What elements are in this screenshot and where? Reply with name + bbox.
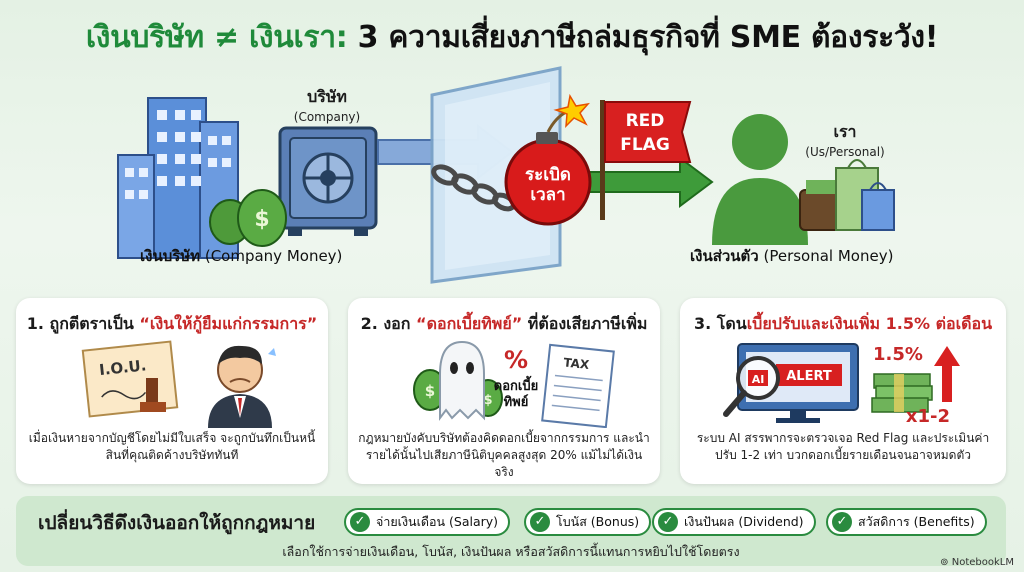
- option-salary-label: จ่ายเงินเดือน (Salary): [376, 514, 499, 529]
- check-icon: ✓: [832, 512, 852, 532]
- option-bonus-label: โบนัส (Bonus): [556, 514, 640, 529]
- company-label: บริษัท (Company): [282, 85, 372, 124]
- risk-card-2-title-prefix: 2. งอก: [360, 314, 417, 333]
- chain-icon: [431, 164, 516, 212]
- check-icon: ✓: [530, 512, 550, 532]
- risk-card-3-description: ระบบ AI สรรพากรจะตรวจเจอ Red Flag และประ…: [696, 431, 990, 462]
- worried-man-icon: [208, 345, 276, 428]
- red-flag-icon: RED FLAG: [600, 100, 692, 220]
- tax-form-text: TAX: [563, 355, 591, 372]
- check-icon: ✓: [658, 512, 678, 532]
- ghost-interest-label-1: ดอกเบี้ย: [494, 375, 538, 394]
- company-label-en: (Company): [293, 110, 361, 124]
- magnifier-icon: AI: [723, 356, 780, 417]
- page-title: เงินบริษัท ≠ เงินเรา: 3 ความเสี่ยงภาษีถล…: [0, 14, 1024, 61]
- us-label-th: เรา: [833, 122, 857, 141]
- risk-card-2: 2. งอก “ดอกเบี้ยทิพย์” ที่ต้องเสียภาษีเพ…: [348, 298, 660, 484]
- company-money-th: เงินบริษัท: [140, 247, 201, 265]
- personal-money-th: เงินส่วนตัว: [690, 247, 759, 265]
- watermark: ⊚ NotebookLM: [940, 557, 1014, 568]
- iou-illustration: I.O.U.: [81, 340, 276, 428]
- company-money-label: เงินบริษัท (Company Money): [140, 244, 342, 268]
- money-bag-symbol: $: [254, 207, 269, 232]
- risk-card-2-title-highlight: “ดอกเบี้ยทิพย์”: [416, 314, 523, 333]
- ghost-icon: [439, 340, 485, 421]
- bomb-icon: ระเบิด เวลา: [504, 93, 592, 226]
- hero-drawing: $ ระเบิด เวลา RED: [117, 66, 895, 284]
- iou-document-icon: I.O.U.: [81, 340, 179, 418]
- iou-text: I.O.U.: [98, 356, 147, 379]
- solution-subtitle: เลือกใช้การจ่ายเงินเดือน, โบนัส, เงินปัน…: [282, 544, 740, 559]
- option-bonus: ✓ โบนัส (Bonus): [524, 508, 652, 536]
- personal-money-label: เงินส่วนตัว (Personal Money): [690, 244, 893, 268]
- flag-label-2: FLAG: [620, 135, 670, 155]
- risk-card-2-description: กฎหมายบังคับบริษัทต้องคิดดอกเบี้ยจากกรรม…: [358, 431, 650, 479]
- risk-card-3-title: 3. โดนเบี้ยปรับและเงินเพิ่ม 1.5% ต่อเดือ…: [680, 312, 1006, 337]
- shopping-bag-icon: [835, 159, 895, 231]
- risk-card-3-title-highlight: เบี้ยปรับและเงินเพิ่ม 1.5% ต่อเดือน: [746, 314, 993, 333]
- risk-card-1-title-prefix: 1. ถูกตีตราเป็น: [26, 314, 140, 333]
- risk-card-2-title-suffix: ที่ต้องเสียภาษีเพิ่ม: [522, 314, 648, 333]
- glass-panel: [430, 66, 562, 284]
- risk-card-3: 3. โดนเบี้ยปรับและเงินเพิ่ม 1.5% ต่อเดือ…: [680, 298, 1006, 484]
- option-dividend: ✓ เงินปันผล (Dividend): [652, 508, 816, 536]
- solution-title: เปลี่ยนวิธีดึงเงินออกให้ถูกกฎหมาย: [38, 512, 316, 534]
- bomb-label-1: ระเบิด: [525, 165, 571, 185]
- risk-card-1: 1. ถูกตีตราเป็น “เงินให้กู้ยืมแก่กรรมการ…: [16, 298, 328, 484]
- title-part-2: 3 ความเสี่ยงภาษีถล่มธุรกิจที่ SME ต้องระ…: [357, 20, 939, 55]
- risk-card-1-title-highlight: “เงินให้กู้ยืมแก่กรรมการ”: [139, 314, 318, 333]
- notebooklm-logo-icon: ⊚: [940, 557, 949, 568]
- option-benefits-label: สวัสดิการ (Benefits): [858, 514, 975, 529]
- percent-icon: %: [504, 346, 528, 374]
- risk-card-3-title-prefix: 3. โดน: [693, 314, 747, 333]
- card2-money-symbol-2: $: [483, 393, 492, 408]
- solution-panel: เปลี่ยนวิธีดึงเงินออกให้ถูกกฎหมาย ✓ จ่ายเ…: [16, 496, 1006, 566]
- rate-text: 1.5%: [873, 344, 923, 365]
- us-label-en: (Us/Personal): [805, 145, 885, 159]
- ghost-interest-illustration: $ $ % ดอกเบี้ย ทิพย์ TAX: [413, 340, 615, 428]
- title-part-1: เงินบริษัท ≠ เงินเรา:: [85, 20, 348, 55]
- us-label: เรา (Us/Personal): [790, 120, 900, 159]
- watermark-text: NotebookLM: [951, 557, 1014, 568]
- money-bag-icon: $: [209, 189, 287, 247]
- bomb-label-2: เวลา: [530, 185, 565, 205]
- option-benefits: ✓ สวัสดิการ (Benefits): [826, 508, 987, 536]
- company-label-th: บริษัท: [307, 87, 347, 106]
- multiplier-text: x1-2: [906, 406, 950, 427]
- up-arrow-icon: [934, 346, 960, 402]
- cash-stack-icon: [871, 373, 933, 413]
- check-icon: ✓: [350, 512, 370, 532]
- ghost-interest-label-2: ทิพย์: [504, 394, 529, 410]
- risk-card-2-title: 2. งอก “ดอกเบี้ยทิพย์” ที่ต้องเสียภาษีเพ…: [348, 312, 660, 337]
- option-salary: ✓ จ่ายเงินเดือน (Salary): [344, 508, 511, 536]
- hero-illustration: $ ระเบิด เวลา RED: [0, 60, 1024, 285]
- personal-money-en: (Personal Money): [763, 247, 894, 265]
- vault-icon: [278, 126, 378, 236]
- ai-text: AI: [752, 373, 765, 386]
- tax-form-icon: TAX: [541, 343, 615, 428]
- person-icon: [712, 114, 808, 245]
- company-money-en: (Company Money): [204, 247, 343, 265]
- building-icon: [117, 97, 239, 259]
- alert-text: ALERT: [786, 369, 832, 384]
- risk-card-1-description: เมื่อเงินหายจากบัญชีโดยไม่มีใบเสร็จ จะถู…: [28, 431, 316, 462]
- ai-alert-illustration: ALERT AI 1.5% x1-2: [723, 343, 960, 427]
- option-dividend-label: เงินปันผล (Dividend): [684, 514, 804, 529]
- flag-label-1: RED: [626, 111, 665, 131]
- card2-money-symbol-1: $: [425, 382, 435, 400]
- risk-card-1-title: 1. ถูกตีตราเป็น “เงินให้กู้ยืมแก่กรรมการ…: [16, 312, 328, 337]
